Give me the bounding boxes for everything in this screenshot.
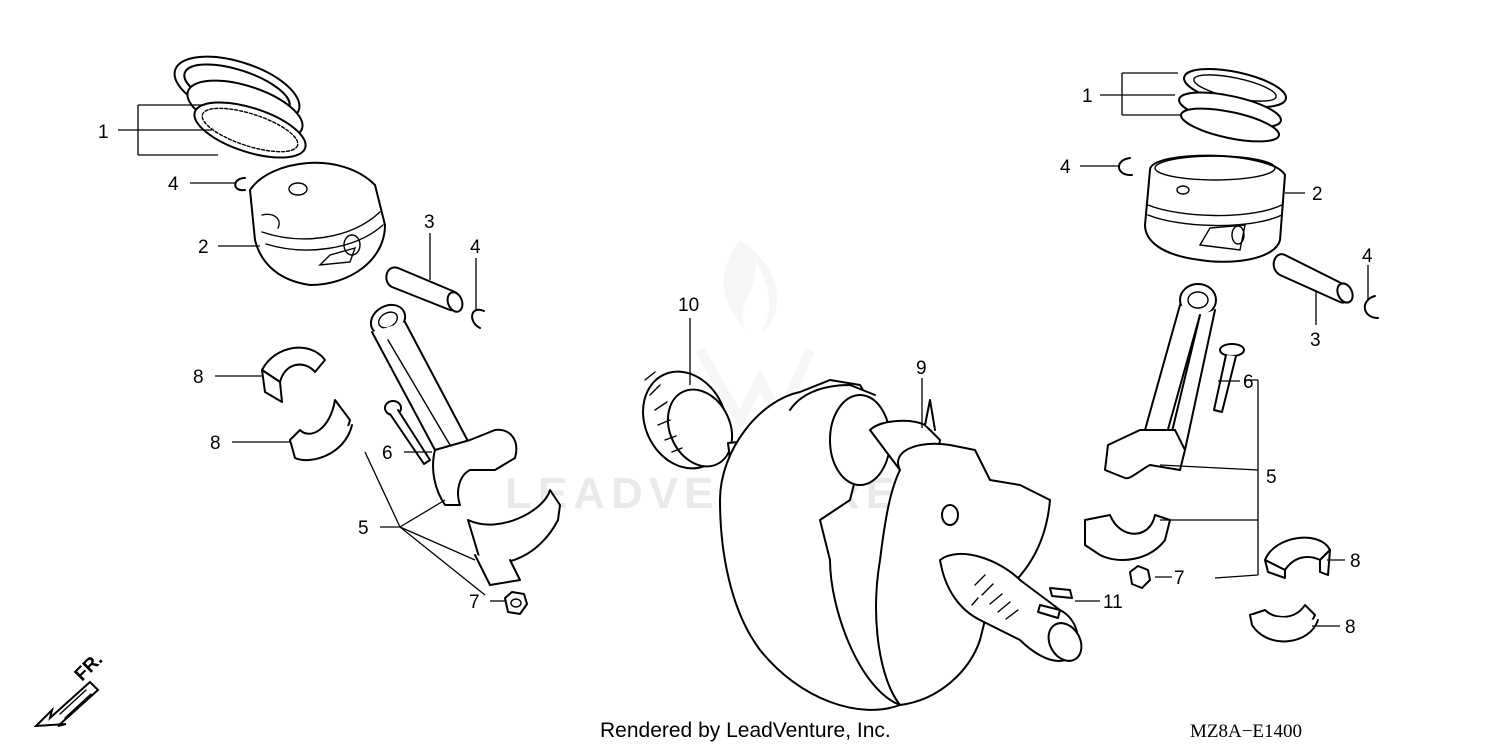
callout-4-right-lower: 4 — [1362, 246, 1373, 267]
left-bearing-upper — [261, 346, 326, 403]
diagram-code: MZ8A−E1400 — [1190, 721, 1302, 742]
callout-4-left-lower: 4 — [470, 237, 481, 258]
left-leaders — [118, 104, 505, 602]
right-piston-pin — [1272, 253, 1354, 304]
left-bearing-lower — [289, 399, 353, 462]
callout-4-left-upper: 4 — [168, 174, 179, 195]
callout-5-left: 5 — [358, 518, 369, 539]
right-rod-bolt — [1213, 343, 1245, 413]
right-bearing-upper — [1264, 536, 1331, 579]
front-arrow-icon — [33, 680, 100, 728]
callout-7-left: 7 — [469, 592, 480, 613]
left-piston-rings — [173, 55, 307, 159]
left-piston — [249, 161, 386, 286]
footer-credit: Rendered by LeadVenture, Inc. — [600, 719, 891, 742]
callout-4-right-upper: 4 — [1060, 157, 1071, 178]
right-piston — [1144, 154, 1286, 263]
right-rod-nut — [1129, 565, 1151, 589]
front-marker-label: FR. — [71, 649, 107, 685]
right-piston-rings — [1178, 67, 1287, 143]
left-clip-upper — [234, 177, 246, 192]
callout-1-right: 1 — [1082, 86, 1093, 107]
callout-8-left-upper: 8 — [193, 367, 204, 388]
callout-3-left: 3 — [424, 212, 435, 233]
callout-6-right: 6 — [1243, 372, 1254, 393]
callout-6-left: 6 — [382, 443, 393, 464]
right-connecting-rod — [1084, 283, 1217, 561]
callout-8-right-upper: 8 — [1350, 551, 1361, 572]
callout-8-left-lower: 8 — [210, 433, 221, 454]
left-rod-nut — [504, 591, 528, 615]
left-rod-bolt — [384, 400, 431, 465]
callout-7-right: 7 — [1174, 568, 1185, 589]
left-piston-pin — [385, 266, 464, 313]
callout-11: 11 — [1103, 592, 1123, 613]
woodruff-key — [1049, 587, 1073, 599]
crankshaft — [719, 379, 1083, 711]
callout-9: 9 — [916, 358, 927, 379]
callout-8-right-lower: 8 — [1345, 617, 1356, 638]
crank-leaders — [689, 318, 1100, 602]
callout-2-left: 2 — [198, 237, 209, 258]
callout-3-right: 3 — [1310, 330, 1321, 351]
right-clip-upper — [1118, 157, 1133, 177]
callout-5-right: 5 — [1266, 467, 1277, 488]
left-clip-lower — [471, 308, 485, 329]
callout-2-right: 2 — [1312, 184, 1323, 205]
cam-sprocket-gear — [642, 370, 734, 470]
callout-10: 10 — [678, 295, 699, 316]
callout-1-left: 1 — [98, 122, 109, 143]
right-clip-lower — [1363, 295, 1379, 319]
left-connecting-rod — [369, 303, 561, 586]
right-leaders — [1080, 72, 1369, 627]
right-bearing-lower — [1249, 604, 1319, 643]
